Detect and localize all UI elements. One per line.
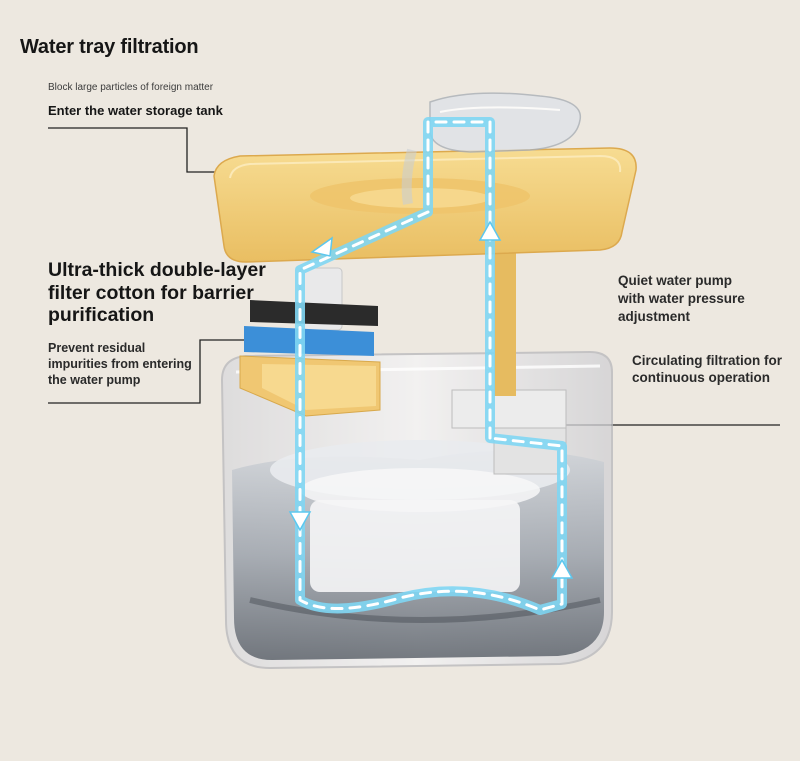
tray-note-main: Enter the water storage tank: [48, 103, 223, 118]
tray-stem: [494, 248, 516, 396]
flow-path: [295, 117, 567, 615]
arrow-icon: [550, 558, 574, 579]
page-title: Water tray filtration: [20, 36, 199, 58]
arrow-icon: [288, 511, 312, 532]
filter-description: Prevent residual impurities from enterin…: [48, 341, 192, 387]
filter-heading: Ultra-thick double-layer filter cotton f…: [48, 259, 266, 326]
pump-box: [451, 389, 567, 475]
spout-bowl: [401, 92, 581, 205]
circulation-description: Circulating filtration for continuous op…: [632, 353, 782, 385]
filter-black-layer: [250, 300, 378, 326]
arrow-icon: [310, 236, 333, 257]
arrow-icon: [478, 220, 502, 241]
leader-line-filter: [48, 339, 262, 404]
tray-note-small: Block large particles of foreign matter: [48, 82, 214, 93]
filter-stack: [239, 267, 381, 417]
flow-arrows: [288, 220, 574, 579]
filter-blue-layer: [244, 326, 374, 356]
inner-block: [310, 500, 520, 592]
pump-description: Quiet water pump with water pressure adj…: [618, 273, 745, 324]
